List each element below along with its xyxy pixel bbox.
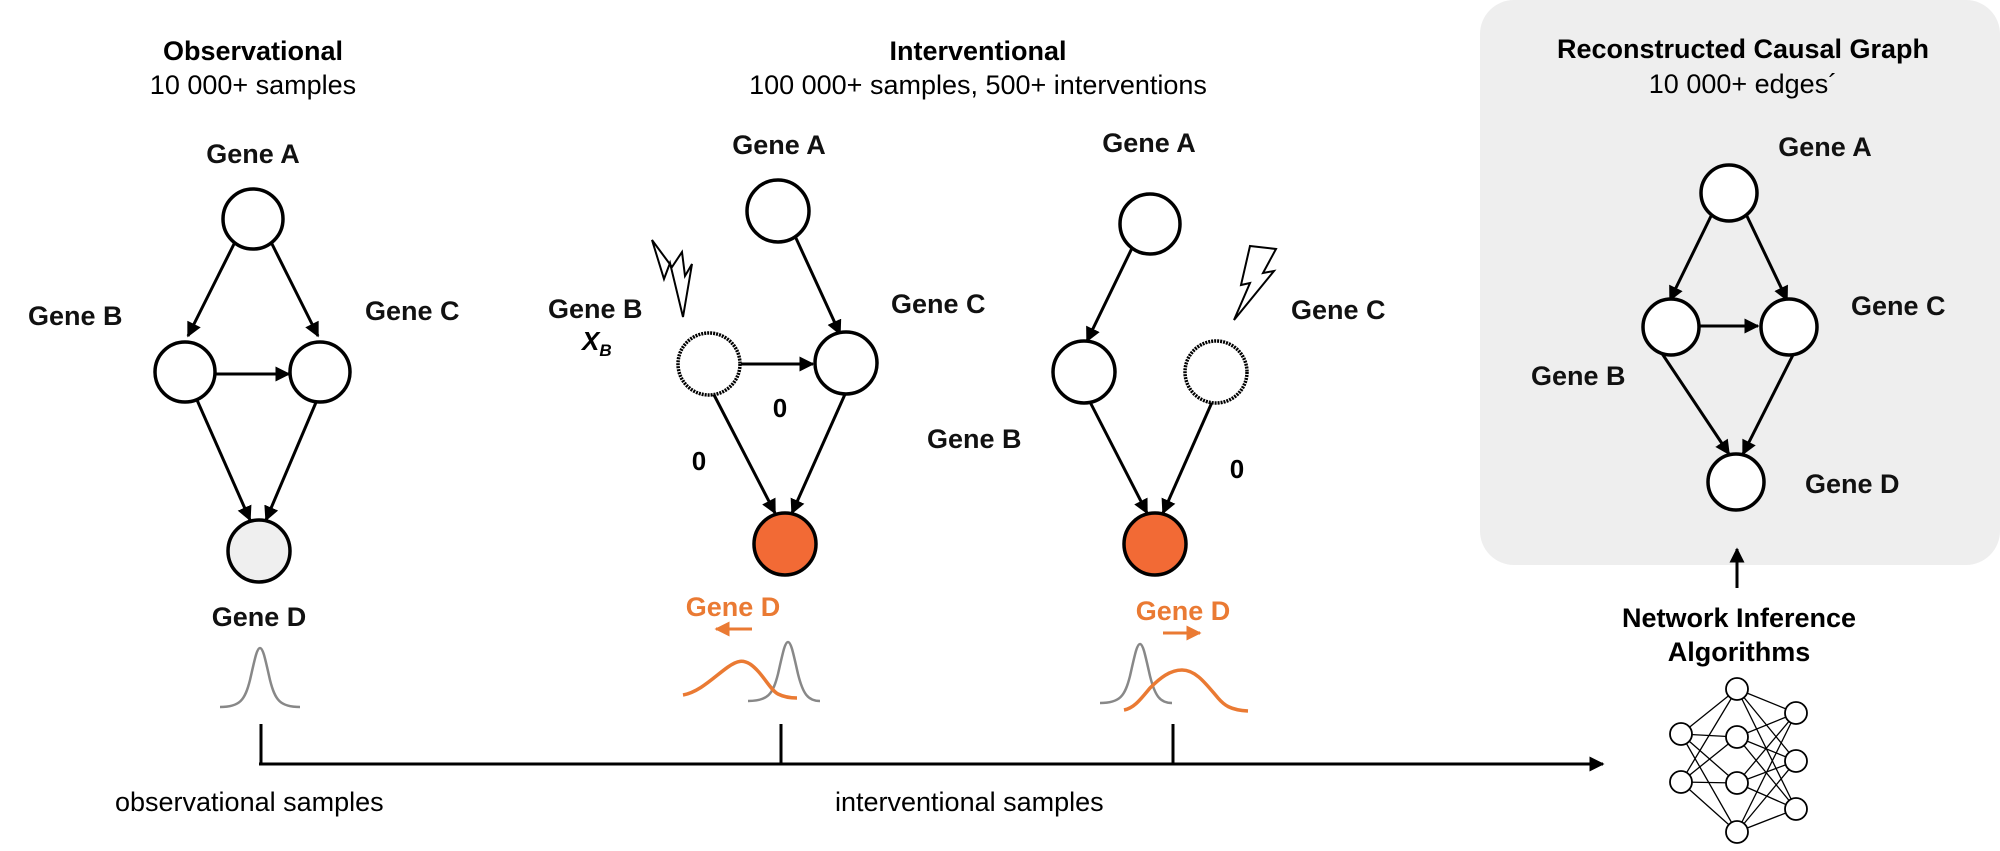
int1-edge-a-c	[793, 235, 842, 336]
reconstructed-panel	[1480, 0, 2000, 565]
int1-gene-b-variable: XB	[580, 326, 612, 360]
obs-gene-c-label: Gene C	[365, 296, 460, 326]
rec-edge-b-d	[1657, 348, 1731, 456]
int2-edge-b-d	[1087, 399, 1149, 515]
int1-zero-bottom: 0	[692, 446, 706, 476]
rec-edge-c-d	[1741, 348, 1798, 456]
int2-gene-c-node	[1183, 339, 1249, 405]
rec-edge-a-c	[1743, 211, 1789, 302]
int1-gene-d-label: Gene D	[686, 592, 781, 622]
rec-gene-c-label: Gene C	[1851, 291, 1946, 321]
nn-connection	[1736, 760, 1797, 833]
observational-section: Observational 10 000+ samples Gene A Gen…	[28, 36, 460, 709]
obs-gene-b-node	[153, 340, 217, 404]
intervention-gene-c: Gene A Gene B Gene C 0 Gene D	[927, 128, 1386, 713]
nn-neuron	[1725, 725, 1749, 749]
int1-gene-a-node	[745, 178, 811, 244]
obs-gene-a-node	[221, 187, 285, 251]
network-inference-label-line2: Algorithms	[1668, 637, 1811, 667]
obs-gene-d-node	[226, 518, 292, 584]
obs-distribution-curve	[219, 646, 301, 709]
nn-connection	[1680, 688, 1738, 783]
int2-edge-a-b	[1085, 243, 1136, 343]
int1-shifted-curve	[682, 659, 798, 700]
int2-gene-a-node	[1118, 192, 1182, 256]
int1-gene-d-node	[752, 511, 818, 577]
nn-neuron	[1725, 771, 1749, 795]
nn-connection	[1680, 733, 1738, 784]
nn-connection	[1736, 712, 1797, 833]
rec-gene-b-label: Gene B	[1531, 361, 1626, 391]
neural-network-icon	[1669, 677, 1808, 844]
obs-edge-a-c	[268, 239, 320, 338]
int2-gene-a-label: Gene A	[1102, 128, 1196, 158]
nn-connection	[1736, 712, 1797, 784]
nn-connection	[1680, 688, 1738, 735]
rec-gene-b-node	[1641, 297, 1701, 357]
observational-title: Observational	[163, 36, 343, 66]
reconstructed-subtitle: 10 000+ edges´	[1649, 69, 1837, 99]
obs-gene-d-label: Gene D	[212, 602, 307, 632]
int2-gene-c-label: Gene C	[1291, 295, 1386, 325]
int1-edge-c-d	[790, 391, 848, 515]
obs-edge-b-d	[195, 399, 252, 522]
int2-gene-d-label: Gene D	[1136, 596, 1231, 626]
reconstructed-title: Reconstructed Causal Graph	[1557, 34, 1929, 64]
int1-lightning-icon	[651, 239, 693, 318]
nn-neuron	[1784, 749, 1808, 773]
observational-subtitle: 10 000+ samples	[150, 70, 356, 100]
rec-gene-d-node	[1706, 452, 1766, 512]
int2-zero: 0	[1230, 454, 1244, 484]
nn-connection	[1680, 781, 1738, 833]
rec-gene-a-node	[1699, 163, 1759, 223]
interventional-subtitle: 100 000+ samples, 500+ interventions	[749, 70, 1207, 100]
nn-neuron	[1669, 770, 1693, 794]
observational-samples-label: observational samples	[115, 787, 384, 817]
nn-neuron	[1725, 677, 1749, 701]
int1-gene-c-node	[813, 330, 879, 396]
nn-neuron	[1784, 701, 1808, 725]
rec-gene-c-node	[1759, 297, 1819, 357]
int1-gene-a-label: Gene A	[732, 130, 826, 160]
int2-gene-b-node	[1051, 339, 1117, 405]
nn-neuron	[1669, 722, 1693, 746]
int2-lightning-icon	[1233, 244, 1278, 321]
int2-gene-b-label: Gene B	[927, 424, 1022, 454]
reconstructed-section: Reconstructed Causal Graph 10 000+ edges…	[1531, 34, 1946, 512]
int1-zero-top: 0	[773, 393, 787, 423]
int1-gene-c-label: Gene C	[891, 289, 986, 319]
int2-gene-d-node	[1122, 511, 1188, 577]
interventional-samples-label: interventional samples	[835, 787, 1104, 817]
sample-timeline: observational samples interventional sam…	[115, 724, 1605, 817]
int1-edge-b-d	[710, 390, 777, 515]
obs-edge-a-b	[186, 239, 238, 338]
rec-edge-a-b	[1668, 211, 1715, 302]
int2-shifted-curve	[1123, 668, 1249, 713]
network-inference-label-line1: Network Inference	[1622, 603, 1856, 633]
nn-connection	[1680, 736, 1738, 783]
int2-edge-c-d	[1161, 399, 1215, 515]
int2-baseline-curve	[1099, 642, 1173, 705]
intervention-gene-b: Gene A Gene B XB Gene C 0 0 Gene D	[548, 130, 986, 703]
int1-gene-b-label: Gene B	[548, 294, 643, 324]
int1-gene-b-node	[676, 331, 742, 397]
rec-gene-a-label: Gene A	[1778, 132, 1872, 162]
nn-neuron	[1725, 820, 1749, 844]
nn-neuron	[1784, 797, 1808, 821]
obs-gene-b-label: Gene B	[28, 301, 123, 331]
obs-gene-a-label: Gene A	[206, 139, 300, 169]
obs-gene-c-node	[288, 340, 352, 404]
rec-gene-d-label: Gene D	[1805, 469, 1900, 499]
interventional-title: Interventional	[889, 36, 1066, 66]
obs-edge-c-d	[264, 399, 319, 522]
